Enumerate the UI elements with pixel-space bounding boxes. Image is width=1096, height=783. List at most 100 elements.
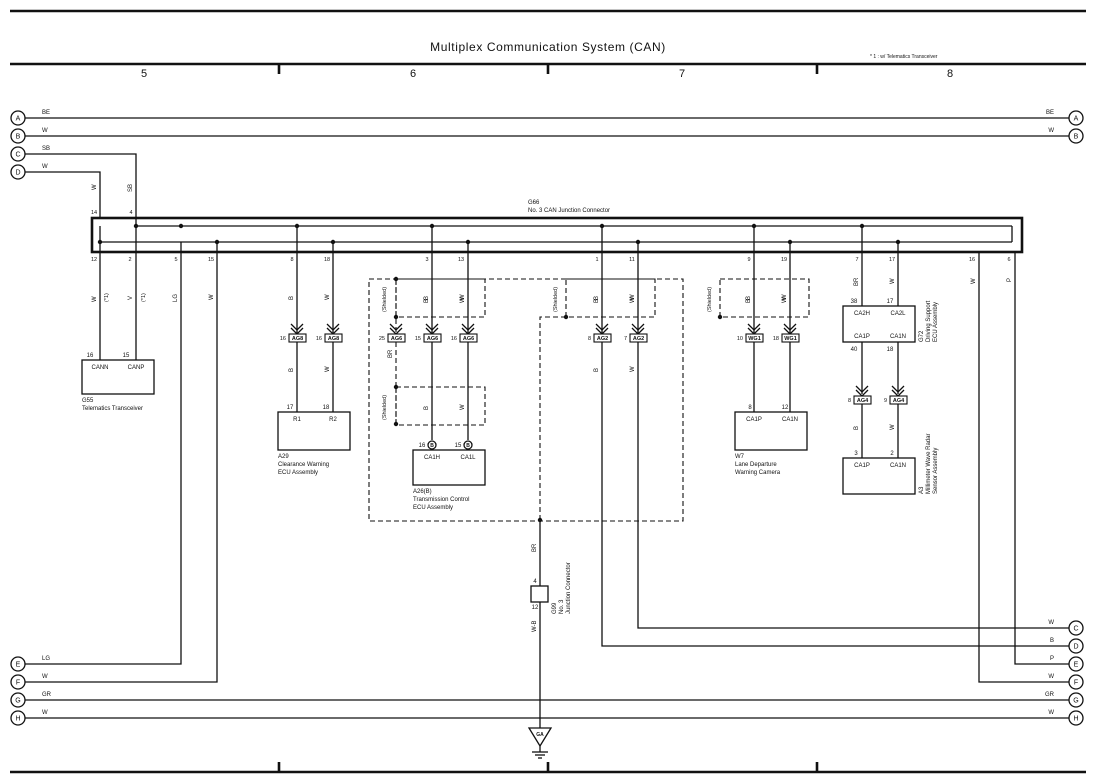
svg-text:A29: A29 [278,454,289,460]
edge-letter: F [16,680,20,687]
wire-color-label: W [325,366,331,372]
svg-text:AG8: AG8 [328,336,339,342]
pin-number: 5 [174,257,177,263]
wire-color-label: BR [854,277,860,286]
wire-color-label: B [424,406,430,410]
edge-letter: C [1073,626,1078,633]
wire-color-label: B [854,426,860,430]
inline-connector-ag4-a: AG4 8 [848,385,872,405]
svg-text:No. 3: No. 3 [559,599,565,614]
svg-text:Warning Camera: Warning Camera [735,470,781,476]
wire-color-label: B [746,296,752,300]
wire-color-label: GR [42,692,52,698]
svg-text:R2: R2 [329,417,337,423]
component-g55: 16 15 CANN CANP G55 Telematics Transceiv… [81,353,155,412]
svg-text:12: 12 [782,405,789,411]
svg-text:8: 8 [848,398,851,404]
pin-number: 11 [629,257,635,263]
svg-text:10: 10 [737,336,743,342]
svg-text:Junction Connector: Junction Connector [566,562,572,614]
svg-text:AG4: AG4 [893,398,905,404]
wire-color-label: SB [42,146,50,152]
inline-connector-ag6-b: AG6 15 [415,323,442,343]
wire-color-label: W [890,278,896,284]
zone-label: 8 [947,68,953,80]
svg-text:CA1L: CA1L [460,455,476,461]
svg-text:A3: A3 [919,486,925,494]
wire-note: (*1) [104,293,110,302]
pin-number: 17 [889,257,895,263]
svg-text:16: 16 [280,336,286,342]
svg-text:WG1: WG1 [784,336,797,342]
wire-color-label: GR [1045,692,1055,698]
wire-color-label: W [42,128,48,134]
svg-text:CA1P: CA1P [854,463,870,469]
svg-text:17: 17 [287,405,294,411]
svg-text:18: 18 [773,336,779,342]
svg-text:G99: G99 [552,602,558,614]
wire-color-label: B [424,299,430,303]
edge-letter: G [15,698,20,705]
svg-text:7: 7 [624,336,627,342]
wire-color-label: W [1048,128,1054,134]
inline-connector-ag8-b: AG8 16 [316,323,343,343]
component-g72: 38 17 CA2H CA2L CA1P CA1N 40 18 G72 Driv… [842,299,939,353]
wire-color-label: W [1048,710,1054,716]
pin-number: 8 [290,257,293,263]
svg-text:16: 16 [316,336,322,342]
wire-color-label: W [92,296,98,302]
svg-text:18: 18 [887,347,894,353]
wire-color-label: B [289,296,295,300]
wire-color-label: W [630,297,636,303]
wire-color-label: W [92,184,98,190]
svg-text:CA2L: CA2L [890,311,906,317]
wire-color-label: W-B [532,620,538,632]
svg-text:W7: W7 [735,454,745,460]
svg-text:12: 12 [532,605,539,611]
pin-number: 4 [129,210,132,216]
svg-text:AG6: AG6 [391,336,402,342]
shielded-label: (Shielded) [707,287,713,312]
wire-color-label: W [460,297,466,303]
svg-text:R1: R1 [293,417,301,423]
wire-note: (*1) [141,293,147,302]
svg-text:15: 15 [455,443,462,449]
wire-color-label: SB [128,184,134,192]
edge-letter: E [1074,662,1079,669]
edge-letter: F [1074,680,1078,687]
svg-text:A26(B): A26(B) [413,489,432,495]
junction-code: G66 [528,200,540,206]
svg-text:G72: G72 [919,330,925,342]
pin-number: 15 [208,257,214,263]
wire-color-label: B [594,296,600,300]
svg-text:CA1H: CA1H [424,455,440,461]
wire-color-label: B [424,296,430,300]
svg-text:CA2H: CA2H [854,311,870,317]
svg-text:Driving Support: Driving Support [926,300,932,342]
wire-color-label: W [42,710,48,716]
right-edge-connectors: A B C D E F G H [1068,110,1084,726]
svg-text:Sensor Assembly: Sensor Assembly [933,448,939,494]
svg-text:40: 40 [851,347,858,353]
pin-number: 7 [855,257,858,263]
inline-connector-wg1-a: WG1 10 [737,323,764,343]
edge-letter: A [1074,116,1079,123]
wire-color-label: W [1048,620,1054,626]
shield-labels: (Shielded) (Shielded) (Shielded) (Shield… [382,287,788,420]
footnote: * 1 : w/ Telematics Transceiver [870,54,938,60]
svg-text:CA1N: CA1N [782,417,798,423]
svg-text:AG2: AG2 [597,336,608,342]
svg-text:CA1N: CA1N [890,463,906,469]
ground-symbol: GA [527,727,553,748]
wire-color-label: W [460,294,466,300]
wire-color-label: BR [388,349,394,358]
shielded-label: (Shielded) [553,287,559,312]
wire-color-label: W [971,278,977,284]
pin-number: 19 [781,257,787,263]
pin-number: 6 [1007,257,1010,263]
edge-letter: A [16,116,21,123]
svg-text:8: 8 [588,336,591,342]
svg-text:G55: G55 [82,398,94,404]
wire-color-label: W [325,294,331,300]
svg-text:38: 38 [851,299,858,305]
